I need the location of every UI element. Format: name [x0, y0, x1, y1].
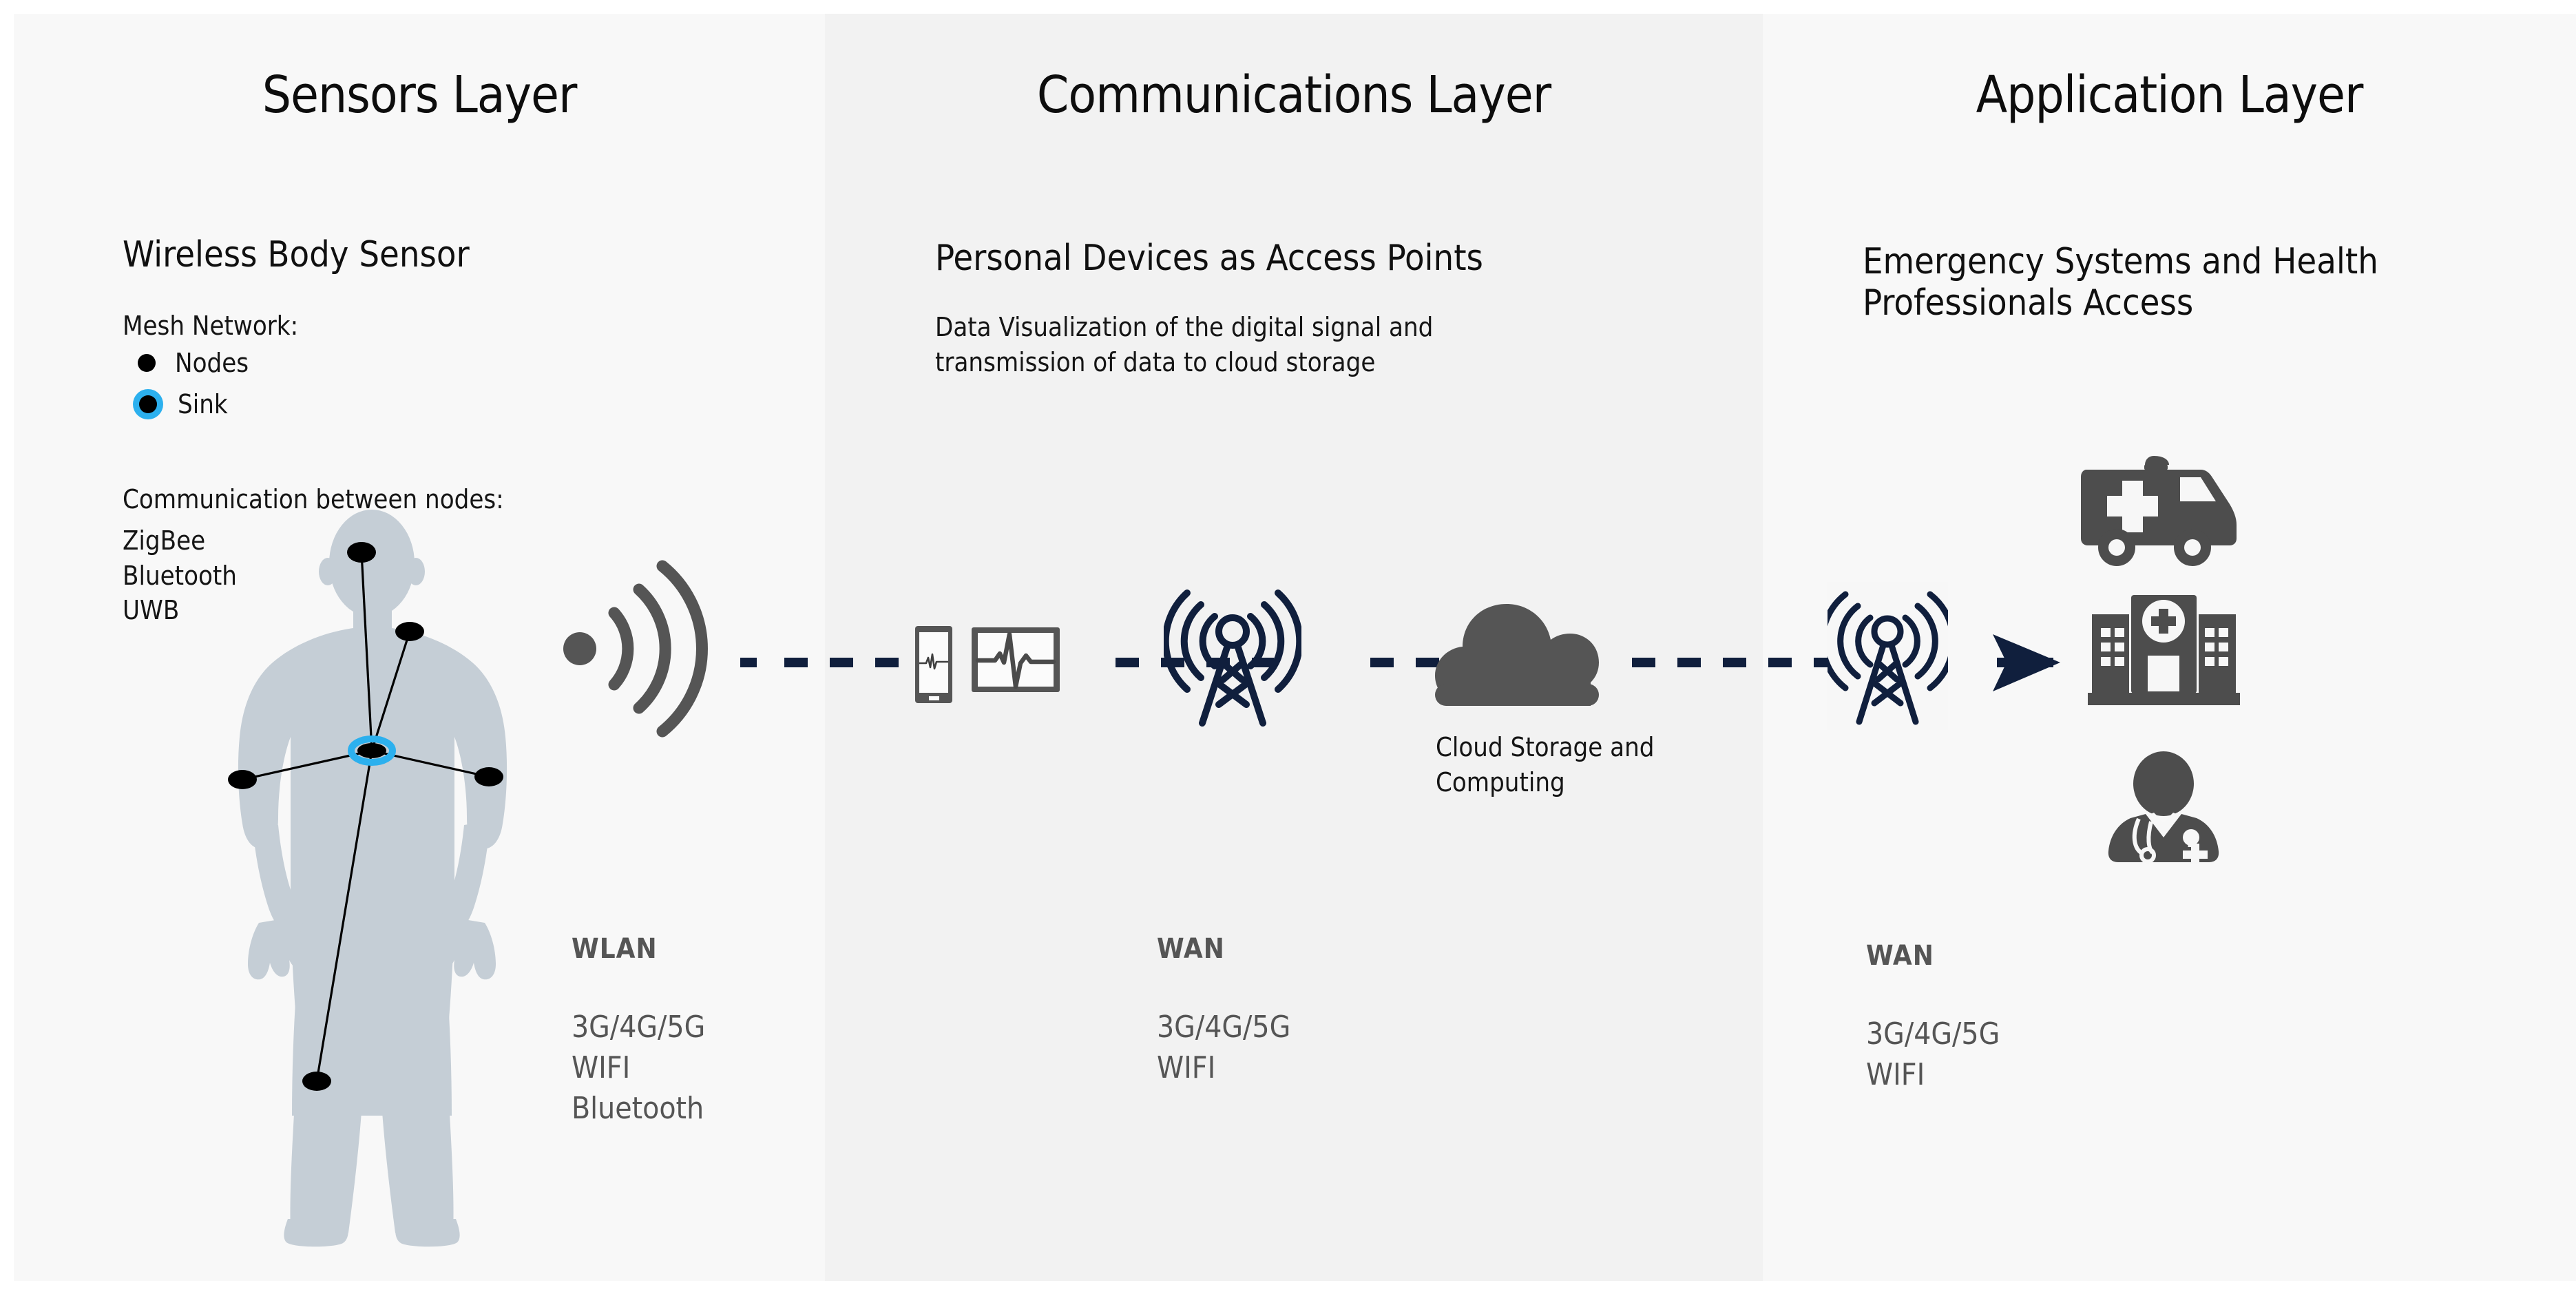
radio-tower-icon [1828, 582, 1948, 730]
wireless-body-sensor-heading: Wireless Body Sensor [123, 234, 470, 275]
cloud-storage-label: Cloud Storage and Computing [1436, 732, 1655, 797]
connector-dashes-tower-to-cloud [1370, 658, 1460, 667]
personal-devices-icons [912, 623, 1091, 709]
tech-block-wan-comms: WAN 3G/4G/5G WIFI [1157, 933, 1290, 1089]
ambulance-icon [2080, 455, 2245, 568]
data-visualization-description: Data Visualization of the digital signal… [935, 312, 1434, 377]
communication-between-nodes-label: Communication between nodes: [123, 484, 504, 514]
arrow-right-icon [1989, 630, 2064, 696]
legend-label-sink: Sink [178, 389, 228, 419]
personal-devices-heading: Personal Devices as Access Points [935, 238, 1483, 279]
radio-tower-icon [1164, 582, 1301, 730]
legend-item-sink: Sink [138, 389, 228, 419]
monitor-ecg-icon [972, 627, 1060, 692]
tech-head-wan-comms: WAN [1157, 933, 1225, 965]
tech-list-wan-comms: 3G/4G/5G WIFI [1157, 1010, 1291, 1085]
cloud-icon [1431, 603, 1603, 709]
sink-node-icon [348, 735, 396, 766]
communications-layer-title: Communications Layer [1036, 65, 1551, 125]
tech-block-wlan: WLAN 3G/4G/5G WIFI Bluetooth [572, 933, 705, 1129]
tech-head-wlan: WLAN [572, 933, 658, 965]
doctor-icon [2107, 751, 2221, 864]
tech-list-wlan: 3G/4G/5G WIFI Bluetooth [572, 1010, 706, 1126]
tech-block-wan-app: WAN 3G/4G/5G WIFI [1866, 940, 2000, 1096]
hospital-icon [2086, 592, 2241, 709]
wifi-signal-icon [551, 544, 730, 751]
legend-item-nodes: Nodes [138, 348, 249, 378]
connector-dashes-body-to-devices [740, 658, 899, 667]
human-body-silhouette-icon [227, 510, 516, 1253]
smartphone-ecg-icon [915, 626, 952, 703]
node-dot-icon [138, 354, 156, 372]
application-layer-title: Application Layer [1976, 65, 2364, 125]
tech-head-wan-app: WAN [1866, 940, 1934, 972]
emergency-systems-heading: Emergency Systems and Health Professiona… [1863, 241, 2378, 324]
connector-dashes-cloud-to-tower2 [1632, 658, 1845, 667]
tower-highlight-box [1828, 582, 1948, 730]
tech-list-wan-app: 3G/4G/5G WIFI [1866, 1016, 2000, 1092]
legend-label-nodes: Nodes [175, 348, 249, 378]
sink-dot-icon [139, 395, 157, 413]
mesh-network-label: Mesh Network: [123, 311, 299, 341]
sensors-layer-title: Sensors Layer [262, 65, 578, 125]
communication-protocol-list: ZigBee Bluetooth UWB [123, 525, 237, 626]
